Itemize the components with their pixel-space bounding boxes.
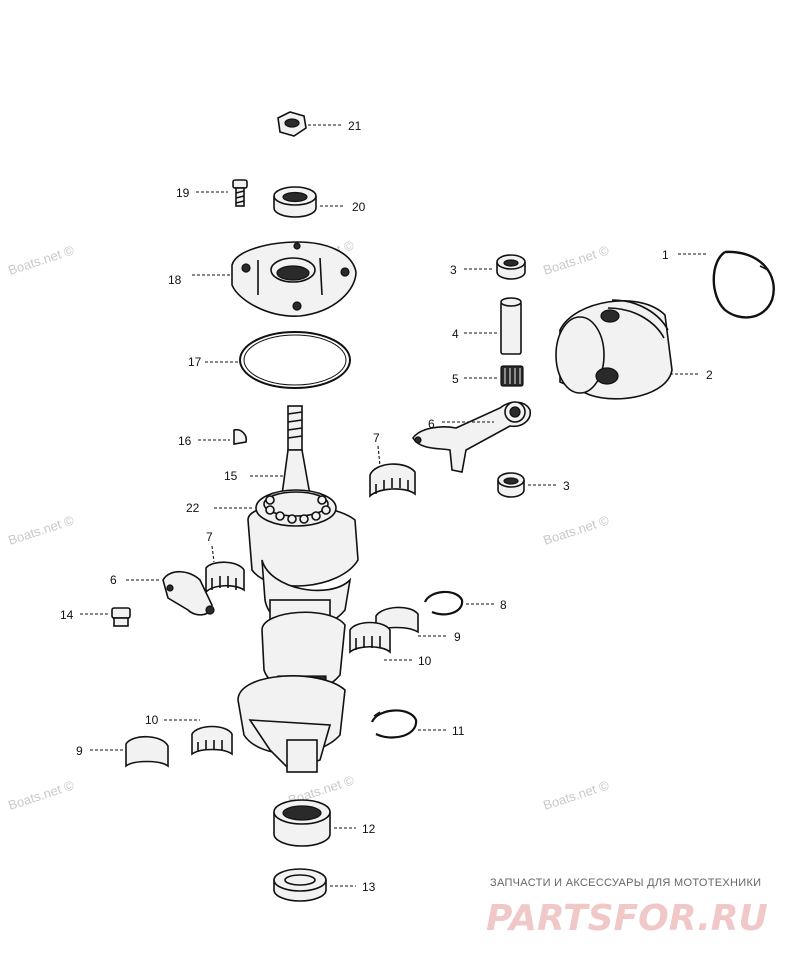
callout-6-lower[interactable]: 6	[110, 573, 117, 587]
callout-16[interactable]: 16	[178, 434, 192, 448]
callout-2[interactable]: 2	[706, 368, 713, 382]
part-3-washer-lower[interactable]	[497, 472, 525, 498]
callout-22[interactable]: 22	[186, 501, 200, 515]
part-4-wrist-pin[interactable]	[500, 297, 522, 355]
part-15-crankshaft[interactable]	[237, 405, 359, 773]
part-6-rod-cap[interactable]	[162, 570, 215, 616]
part-3-washer-upper[interactable]	[496, 254, 526, 280]
callout-1[interactable]: 1	[662, 248, 669, 262]
callout-18[interactable]: 18	[168, 273, 182, 287]
callout-5[interactable]: 5	[452, 372, 459, 386]
footer-brand-logo: PARTSFOR.RU	[486, 898, 768, 939]
callout-3-lower[interactable]: 3	[563, 479, 570, 493]
callout-7-upper[interactable]: 7	[373, 431, 380, 445]
part-7-bearing-upper[interactable]	[369, 463, 416, 498]
part-21-nut[interactable]	[277, 111, 307, 137]
leader-line	[211, 545, 215, 563]
callout-12[interactable]: 12	[362, 822, 376, 836]
callout-9-lower[interactable]: 9	[76, 744, 83, 758]
part-11-retaining-ring[interactable]	[370, 709, 418, 739]
part-13-seal[interactable]	[273, 868, 327, 902]
part-8-retaining-ring[interactable]	[423, 590, 464, 616]
callout-11[interactable]: 11	[452, 724, 465, 738]
callout-8[interactable]: 8	[500, 598, 507, 612]
part-20-seal[interactable]	[273, 186, 317, 218]
watermark: Boats.net ©	[541, 512, 611, 547]
callout-15[interactable]: 15	[224, 469, 238, 483]
callout-13[interactable]: 13	[362, 880, 376, 894]
watermark: Boats.net ©	[541, 777, 611, 812]
part-1-piston-ring[interactable]	[712, 250, 775, 319]
part-12-roller-bearing[interactable]	[273, 799, 331, 847]
leader-line	[377, 445, 381, 467]
part-16-key[interactable]	[233, 428, 248, 445]
part-10-cage-upper[interactable]	[349, 621, 391, 654]
callout-19[interactable]: 19	[176, 186, 190, 200]
part-7-bearing-lower[interactable]	[205, 561, 245, 594]
part-6-connecting-rod[interactable]	[412, 401, 532, 473]
callout-9-upper[interactable]: 9	[454, 630, 461, 644]
callout-7-lower[interactable]: 7	[206, 530, 213, 544]
part-17-o-ring[interactable]	[239, 331, 351, 389]
watermark: Boats.net ©	[6, 512, 76, 547]
watermark: Boats.net ©	[6, 777, 76, 812]
part-14-rod-bolt[interactable]	[111, 607, 131, 627]
part-5-needle-bearing[interactable]	[500, 365, 524, 387]
watermark: Boats.net ©	[541, 242, 611, 277]
callout-6-upper[interactable]: 6	[428, 417, 435, 431]
part-9-race-lower[interactable]	[125, 735, 169, 768]
callout-4[interactable]: 4	[452, 327, 459, 341]
callout-17[interactable]: 17	[188, 355, 202, 369]
callout-14[interactable]: 14	[60, 608, 74, 622]
callout-20[interactable]: 20	[352, 200, 366, 214]
callout-21[interactable]: 21	[348, 119, 362, 133]
watermark: Boats.net ©	[6, 242, 76, 277]
part-18-housing[interactable]	[231, 241, 357, 317]
callout-10-upper[interactable]: 10	[418, 654, 432, 668]
callout-3-upper[interactable]: 3	[450, 263, 457, 277]
footer-tagline: ЗАПЧАСТИ И АКСЕССУАРЫ ДЛЯ МОТОТЕХНИКИ	[490, 877, 761, 889]
callout-10-lower[interactable]: 10	[145, 713, 159, 727]
part-10-cage-lower[interactable]	[191, 725, 233, 756]
part-22-ball-bearing[interactable]	[255, 489, 337, 527]
part-2-piston[interactable]	[555, 299, 673, 400]
part-19-screw[interactable]	[232, 179, 248, 207]
